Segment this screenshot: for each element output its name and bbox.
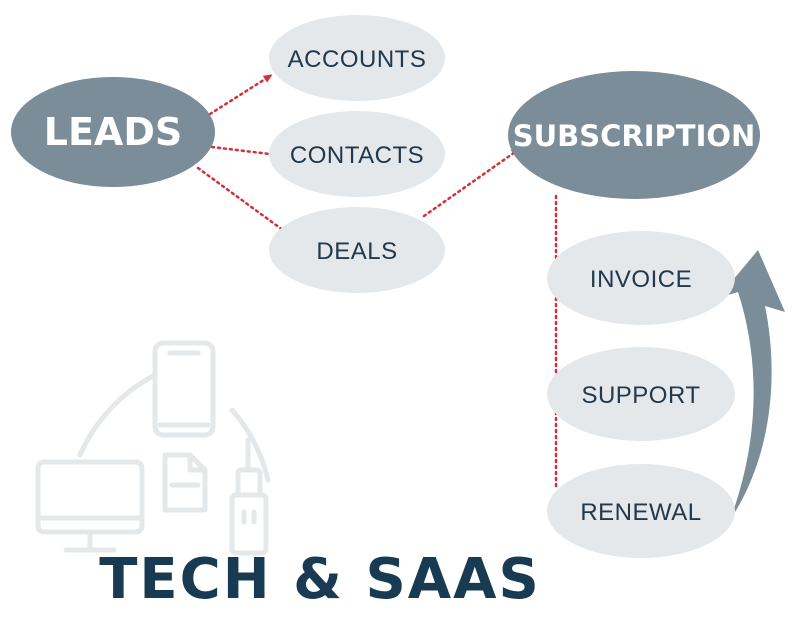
smartphone-icon (152, 340, 216, 438)
tech-illustration (35, 340, 271, 556)
node-accounts: ACCOUNTS (269, 15, 445, 101)
connector-deals-subscription (422, 148, 521, 218)
usb-plug-icon (229, 437, 269, 556)
node-renewal-label: RENEWAL (580, 499, 701, 526)
node-contacts-label: CONTACTS (290, 142, 424, 169)
document-icon (162, 452, 208, 513)
node-deals: DEALS (269, 207, 445, 293)
node-subscription-label: SUBSCRIPTION (513, 119, 756, 153)
diagram-title: TECH & SAAS (99, 547, 541, 612)
cycle-arc-icon (77, 372, 158, 458)
node-support-label: SUPPORT (581, 382, 700, 409)
monitor-icon (35, 459, 145, 553)
node-renewal: RENEWAL (547, 464, 735, 558)
node-invoice-label: INVOICE (590, 266, 692, 293)
connector-leads-accounts (208, 74, 273, 116)
node-deals-label: DEALS (316, 238, 397, 265)
node-invoice: INVOICE (547, 231, 735, 325)
node-leads: LEADS (11, 77, 215, 187)
node-subscription: SUBSCRIPTION (508, 71, 760, 199)
node-leads-label: LEADS (44, 110, 183, 154)
renewal-cycle-arrow-icon (718, 250, 785, 520)
node-support: SUPPORT (547, 347, 735, 441)
node-accounts-label: ACCOUNTS (288, 46, 427, 73)
node-contacts: CONTACTS (269, 111, 445, 197)
cycle-arc-icon-right (229, 407, 271, 483)
